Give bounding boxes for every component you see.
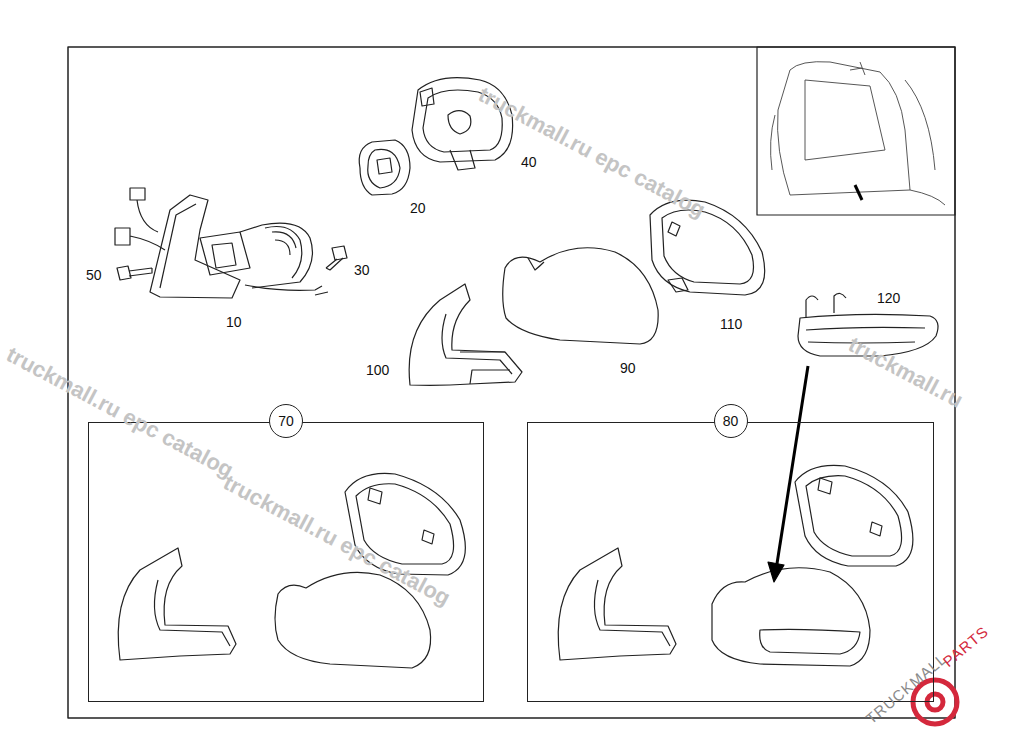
callout-number: 110 bbox=[720, 316, 742, 332]
callout-number: 90 bbox=[620, 360, 636, 376]
watermark: truckmall.ru bbox=[844, 332, 967, 414]
detail-group-box: 70 bbox=[88, 422, 484, 702]
callout-number: 70 bbox=[269, 404, 303, 438]
callout-number: 30 bbox=[354, 262, 370, 278]
watermark: truckmall.ru epc catalog bbox=[2, 342, 238, 484]
callout-number: 50 bbox=[86, 267, 102, 283]
logo-text: TRUCKMALL bbox=[863, 650, 950, 727]
watermark: truckmall.ru epc catalog bbox=[474, 82, 710, 224]
callout-number: 20 bbox=[410, 200, 426, 216]
callout-number: 40 bbox=[521, 154, 537, 170]
detail-group-box: 80 bbox=[527, 422, 934, 702]
callout-number: 100 bbox=[366, 362, 389, 378]
logo-text: PARTS bbox=[940, 623, 992, 671]
watermark: truckmall.ru epc catalog bbox=[219, 470, 455, 612]
callout-number: 120 bbox=[877, 290, 900, 306]
callout-number: 10 bbox=[226, 314, 242, 330]
callout-number: 80 bbox=[714, 404, 748, 438]
